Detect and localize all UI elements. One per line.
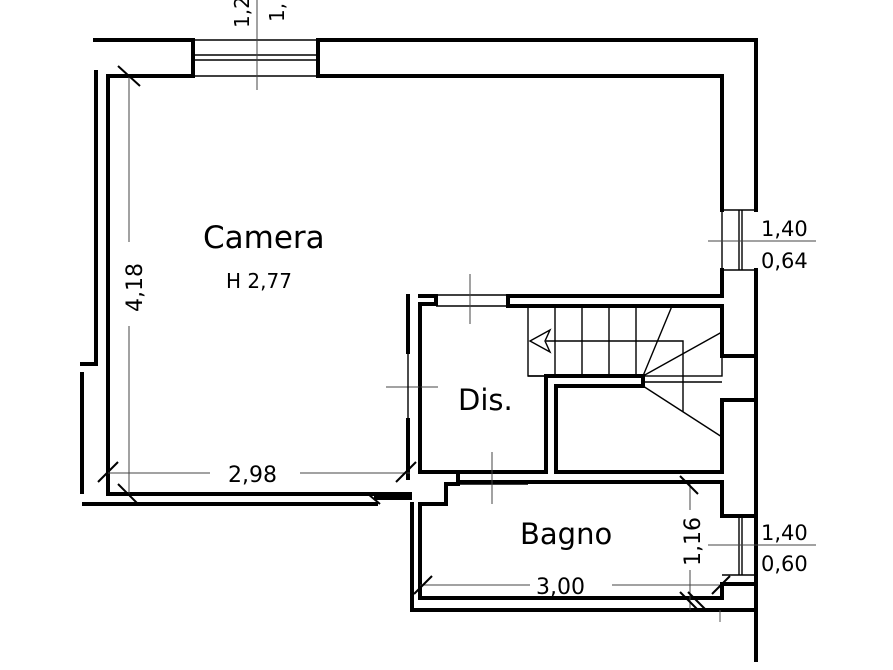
dim-top-window-a: 1,2 xyxy=(230,0,254,28)
dim-bagno-height: 1,16 xyxy=(681,517,706,566)
dim-bagno-width: 3,00 xyxy=(536,575,585,600)
dim-top-window-b: 1, xyxy=(265,3,289,22)
window-bagno-width: 1,40 xyxy=(761,521,808,545)
stair-direction-arrow-icon xyxy=(528,328,552,354)
window-bagno-east xyxy=(708,515,816,576)
door-markers xyxy=(386,274,528,504)
window-camera-width: 1,40 xyxy=(761,217,808,241)
dim-camera-height: 4,18 xyxy=(123,263,148,312)
window-camera-sill: 0,64 xyxy=(761,249,808,273)
room-label-dis: Dis. xyxy=(458,383,513,417)
room-height-camera: H 2,77 xyxy=(226,269,292,293)
exterior-walls xyxy=(80,38,758,662)
window-bagno-sill: 0,60 xyxy=(761,552,808,576)
room-label-camera: Camera xyxy=(203,220,325,256)
dim-camera-width: 2,98 xyxy=(228,463,277,488)
staircase xyxy=(527,305,723,438)
dimension-lines xyxy=(97,65,731,622)
window-camera-north xyxy=(193,0,318,90)
room-label-bagno: Bagno xyxy=(520,517,612,551)
window-camera-east xyxy=(708,209,816,271)
